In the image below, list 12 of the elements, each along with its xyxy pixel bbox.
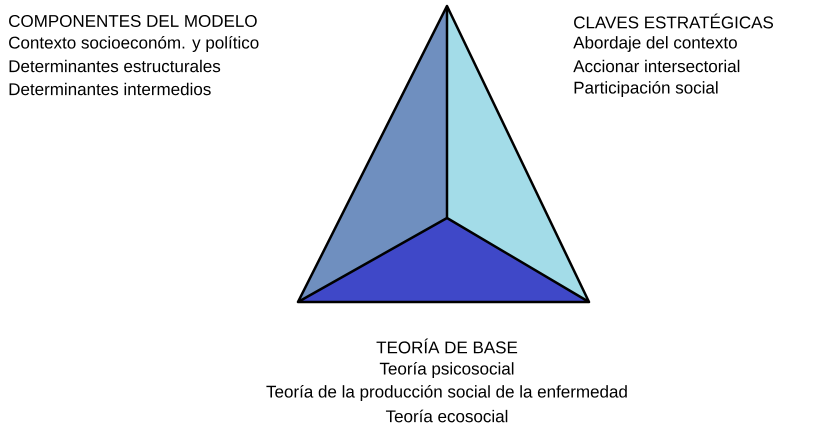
heading: COMPONENTES DEL MODELO bbox=[9, 14, 257, 28]
list-item: Abordaje del contexto bbox=[573, 36, 737, 52]
list-item: Teoría ecosocial bbox=[386, 410, 508, 422]
list-item: Teoría de la producción social de la enfermedad bbox=[266, 384, 627, 402]
list-item: Accionar intersectorial bbox=[573, 60, 740, 72]
heading: TEORÍA DE BASE bbox=[376, 338, 518, 354]
list-item: Determinantes intermedios bbox=[10, 82, 211, 96]
list-item: Participación social bbox=[574, 80, 718, 98]
list-item: Contexto socioeconóm. y político bbox=[9, 36, 258, 52]
list-item: Teoría psicosocial bbox=[380, 362, 514, 378]
heading: CLAVES ESTRATÉGICAS bbox=[574, 14, 774, 28]
list-item: Determinantes estructurales bbox=[10, 60, 220, 72]
